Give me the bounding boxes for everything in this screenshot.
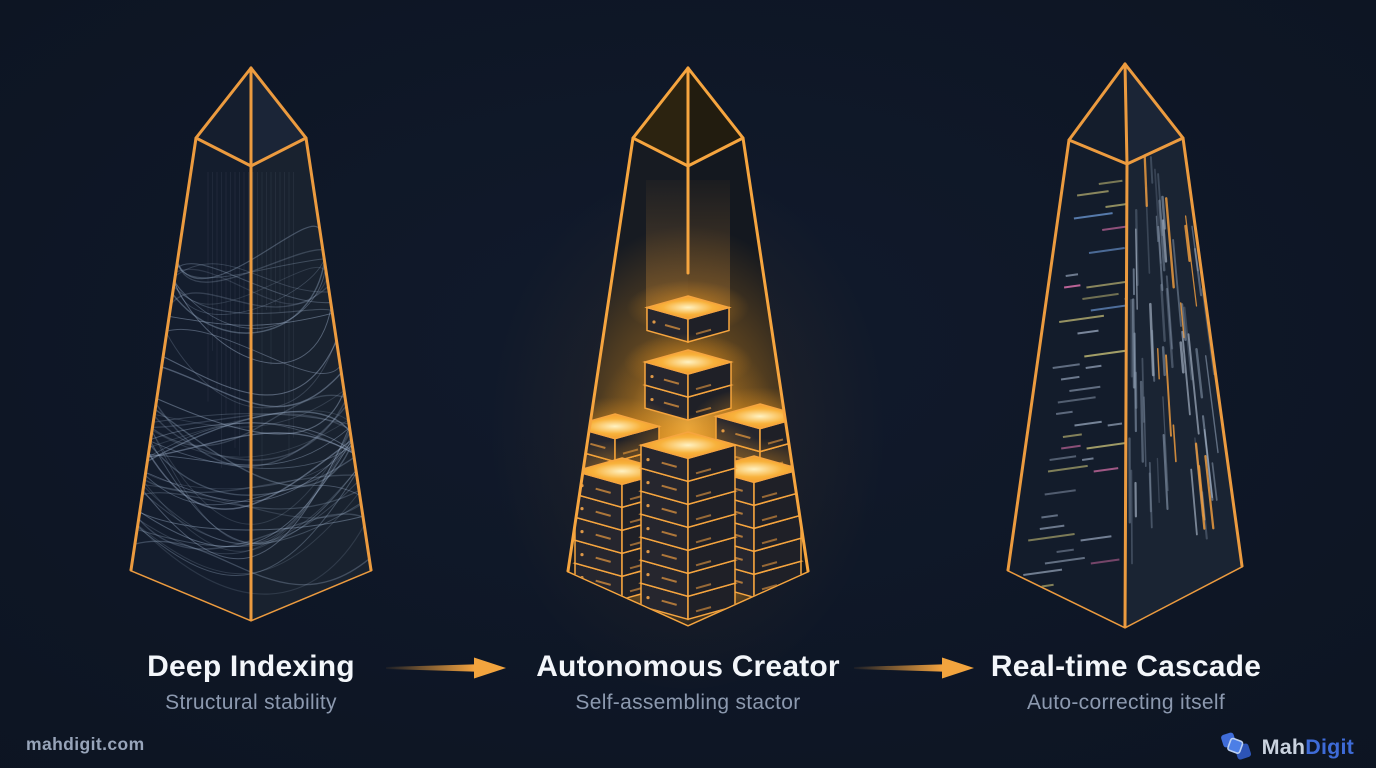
watermark: mahdigit.com (26, 734, 145, 754)
stage-subtitle: Auto-correcting itself (1026, 691, 1226, 714)
obelisk-realtime-cascade (1006, 62, 1244, 629)
cascade-streak-pattern (1128, 152, 1219, 565)
brand-name-primary: Mah (1261, 734, 1306, 759)
code-text-pattern (1019, 179, 1127, 599)
mahdigit-pinwheel-icon (1220, 732, 1251, 760)
arrow-right-icon (386, 657, 506, 679)
brand-logo: MahDigit (1219, 731, 1354, 763)
brand-name-secondary: Digit (1305, 734, 1354, 759)
stage-title: Deep Indexing (147, 650, 355, 683)
stage-realtime-cascade: Real-time Cascade Auto-correcting itself (991, 650, 1261, 715)
arrow-right-icon (854, 657, 974, 679)
stage-subtitle: Structural stability (165, 691, 337, 714)
stage-title: Real-time Cascade (990, 650, 1262, 683)
brand-name: MahDigit (1262, 735, 1354, 760)
obelisk-autonomous-creator (488, 66, 888, 695)
stage-title: Autonomous Creator (536, 650, 840, 683)
stage-deep-indexing: Deep Indexing Structural stability (147, 650, 355, 715)
obelisk-deep-indexing (129, 66, 373, 622)
stage-autonomous-creator: Autonomous Creator Self-assembling stact… (536, 650, 840, 715)
thread-wireframe-pattern (134, 172, 370, 595)
stage-subtitle: Self-assembling stactor (575, 691, 801, 714)
